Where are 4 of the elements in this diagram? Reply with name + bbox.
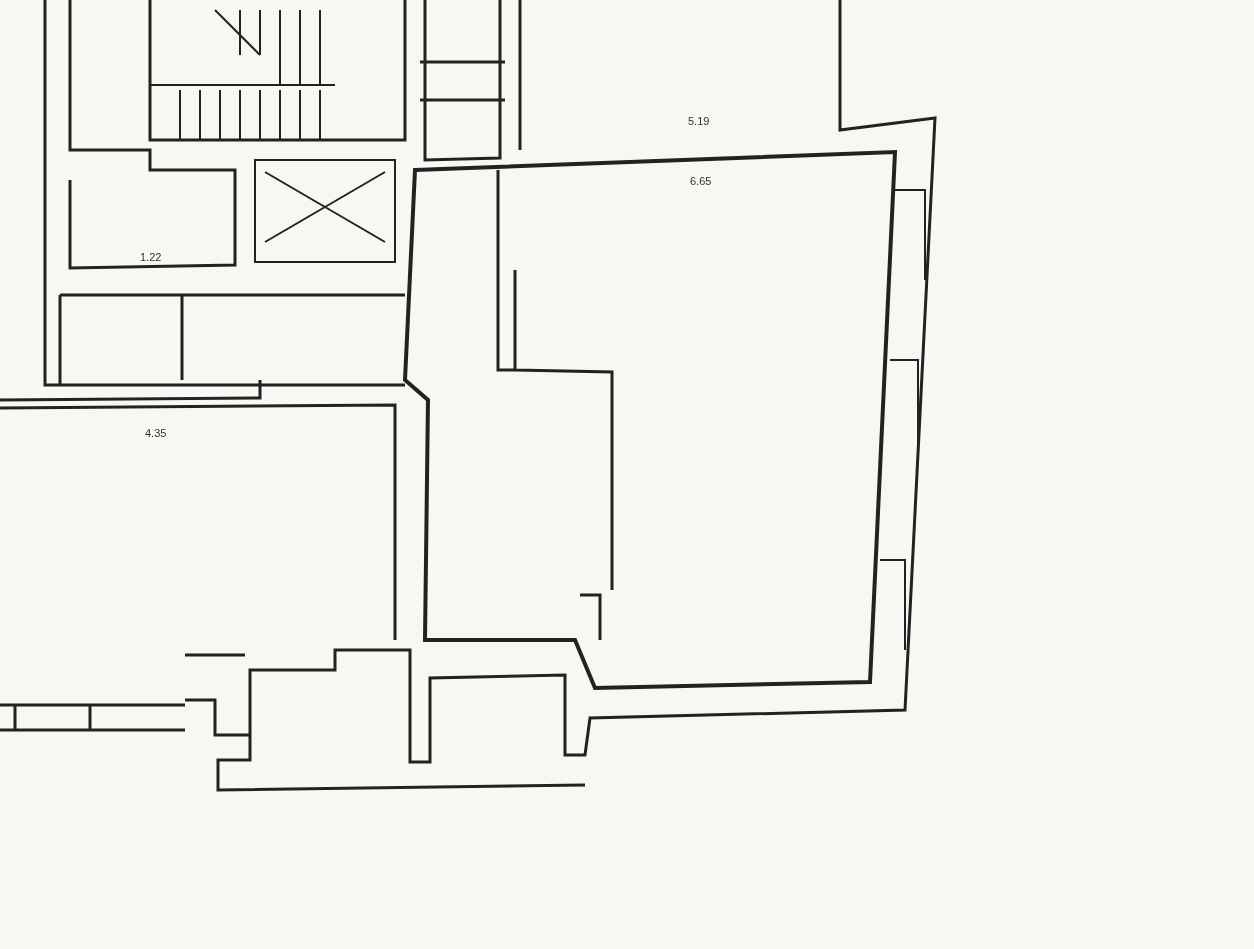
dimension-label: 1.22 [140,252,162,263]
dimension-label: 5.19 [688,116,710,127]
dimension-label: 6.65 [690,176,712,187]
dimension-label: 4.35 [145,428,167,439]
